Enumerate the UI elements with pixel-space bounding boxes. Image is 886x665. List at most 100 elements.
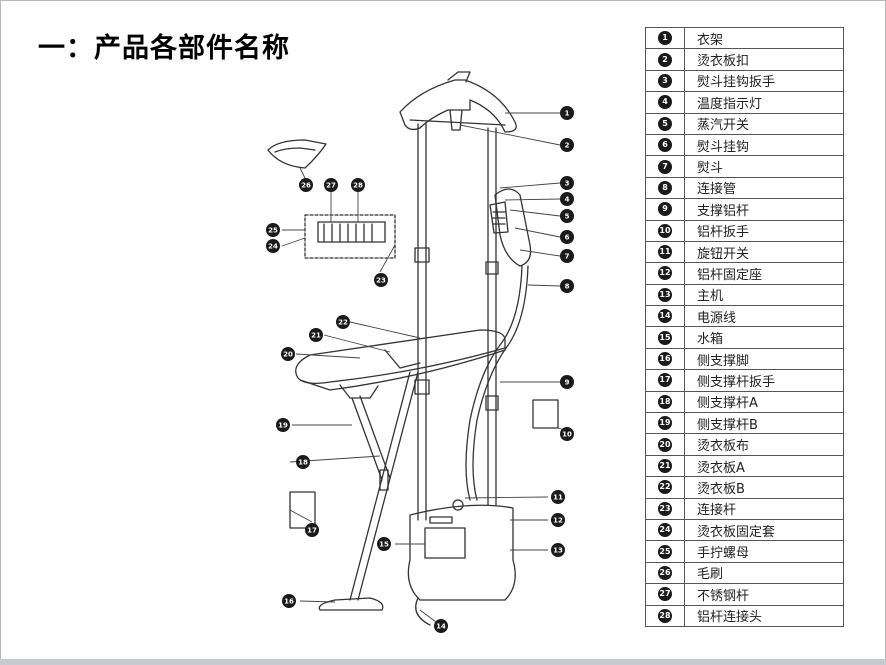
part-number-badge: 15	[658, 330, 672, 345]
part-number-badge: 1	[658, 31, 672, 46]
part-name: 铝杆扳手	[684, 219, 844, 242]
parts-row: 11 旋钮开关	[645, 240, 844, 264]
part-name: 手拧螺母	[684, 540, 844, 563]
svg-text:15: 15	[379, 541, 389, 549]
part-number-cell: 5	[645, 112, 685, 135]
part-name: 烫衣板布	[684, 433, 844, 456]
part-number-badge: 8	[658, 180, 672, 195]
part-number-cell: 1	[645, 26, 685, 50]
svg-text:2: 2	[565, 142, 570, 150]
svg-text:25: 25	[268, 227, 278, 235]
part-number-badge: 23	[658, 501, 672, 516]
part-number-badge: 21	[658, 459, 672, 473]
svg-text:10: 10	[562, 431, 572, 439]
part-number-badge: 18	[658, 394, 672, 409]
part-name: 铝杆固定座	[684, 262, 844, 285]
part-number-cell: 24	[645, 518, 685, 542]
part-number-badge: 24	[658, 523, 672, 538]
svg-text:28: 28	[353, 182, 363, 190]
svg-text:11: 11	[553, 494, 563, 502]
svg-text:12: 12	[553, 517, 563, 525]
parts-row: 27 不锈钢杆	[645, 583, 844, 606]
part-name: 烫衣板B	[684, 476, 844, 499]
part-number-cell: 3	[645, 69, 685, 93]
part-number-badge: 6	[658, 138, 672, 153]
part-number-badge: 14	[658, 309, 672, 324]
part-name: 毛刷	[684, 561, 844, 585]
part-name: 熨斗	[684, 155, 844, 178]
part-number-cell: 23	[645, 497, 685, 520]
part-number-badge: 13	[658, 287, 672, 302]
part-number-cell: 25	[645, 540, 685, 563]
part-name: 侧支撑脚	[684, 347, 844, 371]
parts-row: 16 侧支撑脚	[645, 347, 844, 371]
svg-text:14: 14	[436, 623, 446, 631]
part-name: 熨斗挂钩扳手	[684, 69, 844, 93]
part-number-cell: 9	[645, 198, 685, 221]
svg-text:6: 6	[565, 234, 570, 242]
part-number-cell: 10	[645, 219, 685, 242]
part-number-badge: 27	[658, 587, 672, 602]
svg-text:4: 4	[565, 196, 570, 204]
part-name: 连接管	[684, 176, 844, 200]
part-number-cell: 21	[645, 454, 685, 478]
part-number-badge: 16	[658, 352, 672, 367]
part-number-badge: 22	[658, 480, 672, 495]
svg-text:16: 16	[284, 598, 294, 606]
part-name: 不锈钢杆	[684, 583, 844, 606]
part-number-badge: 28	[658, 608, 672, 623]
part-name: 旋钮开关	[684, 240, 844, 264]
part-number-cell: 26	[645, 561, 685, 585]
part-name: 支撑铝杆	[684, 198, 844, 221]
part-number-cell: 8	[645, 176, 685, 200]
part-number-cell: 12	[645, 262, 685, 285]
svg-text:8: 8	[565, 283, 570, 291]
part-number-cell: 15	[645, 326, 685, 349]
svg-text:19: 19	[278, 422, 288, 430]
svg-text:24: 24	[268, 243, 278, 251]
part-number-badge: 2	[658, 52, 672, 67]
parts-row: 14 电源线	[645, 305, 844, 328]
part-name: 连接杆	[684, 497, 844, 520]
part-number-badge: 11	[658, 245, 672, 260]
svg-text:20: 20	[283, 351, 293, 359]
part-name: 电源线	[684, 305, 844, 328]
part-number-cell: 2	[645, 48, 685, 71]
svg-text:9: 9	[565, 379, 570, 387]
part-name: 衣架	[684, 26, 844, 50]
part-name: 侧支撑杆扳手	[684, 369, 844, 392]
part-number-cell: 22	[645, 476, 685, 499]
svg-text:17: 17	[307, 527, 317, 535]
parts-row: 18 侧支撑杆A	[645, 390, 844, 414]
part-number-badge: 25	[658, 544, 672, 559]
part-number-badge: 19	[658, 416, 672, 431]
svg-text:27: 27	[326, 182, 336, 190]
part-number-cell: 4	[645, 91, 685, 114]
part-number-cell: 6	[645, 133, 685, 157]
bottom-bar	[0, 659, 886, 665]
part-number-cell: 11	[645, 240, 685, 264]
part-number-cell: 20	[645, 433, 685, 456]
part-number-badge: 3	[658, 73, 672, 88]
part-number-cell: 17	[645, 369, 685, 392]
parts-row: 22 烫衣板B	[645, 476, 844, 499]
part-number-cell: 27	[645, 583, 685, 606]
svg-text:23: 23	[376, 277, 386, 285]
parts-row: 23 连接杆	[645, 497, 844, 520]
parts-row: 1 衣架	[645, 26, 844, 50]
part-number-badge: 17	[658, 373, 672, 388]
part-name: 侧支撑杆A	[684, 390, 844, 414]
part-name: 熨斗挂钩	[684, 133, 844, 157]
